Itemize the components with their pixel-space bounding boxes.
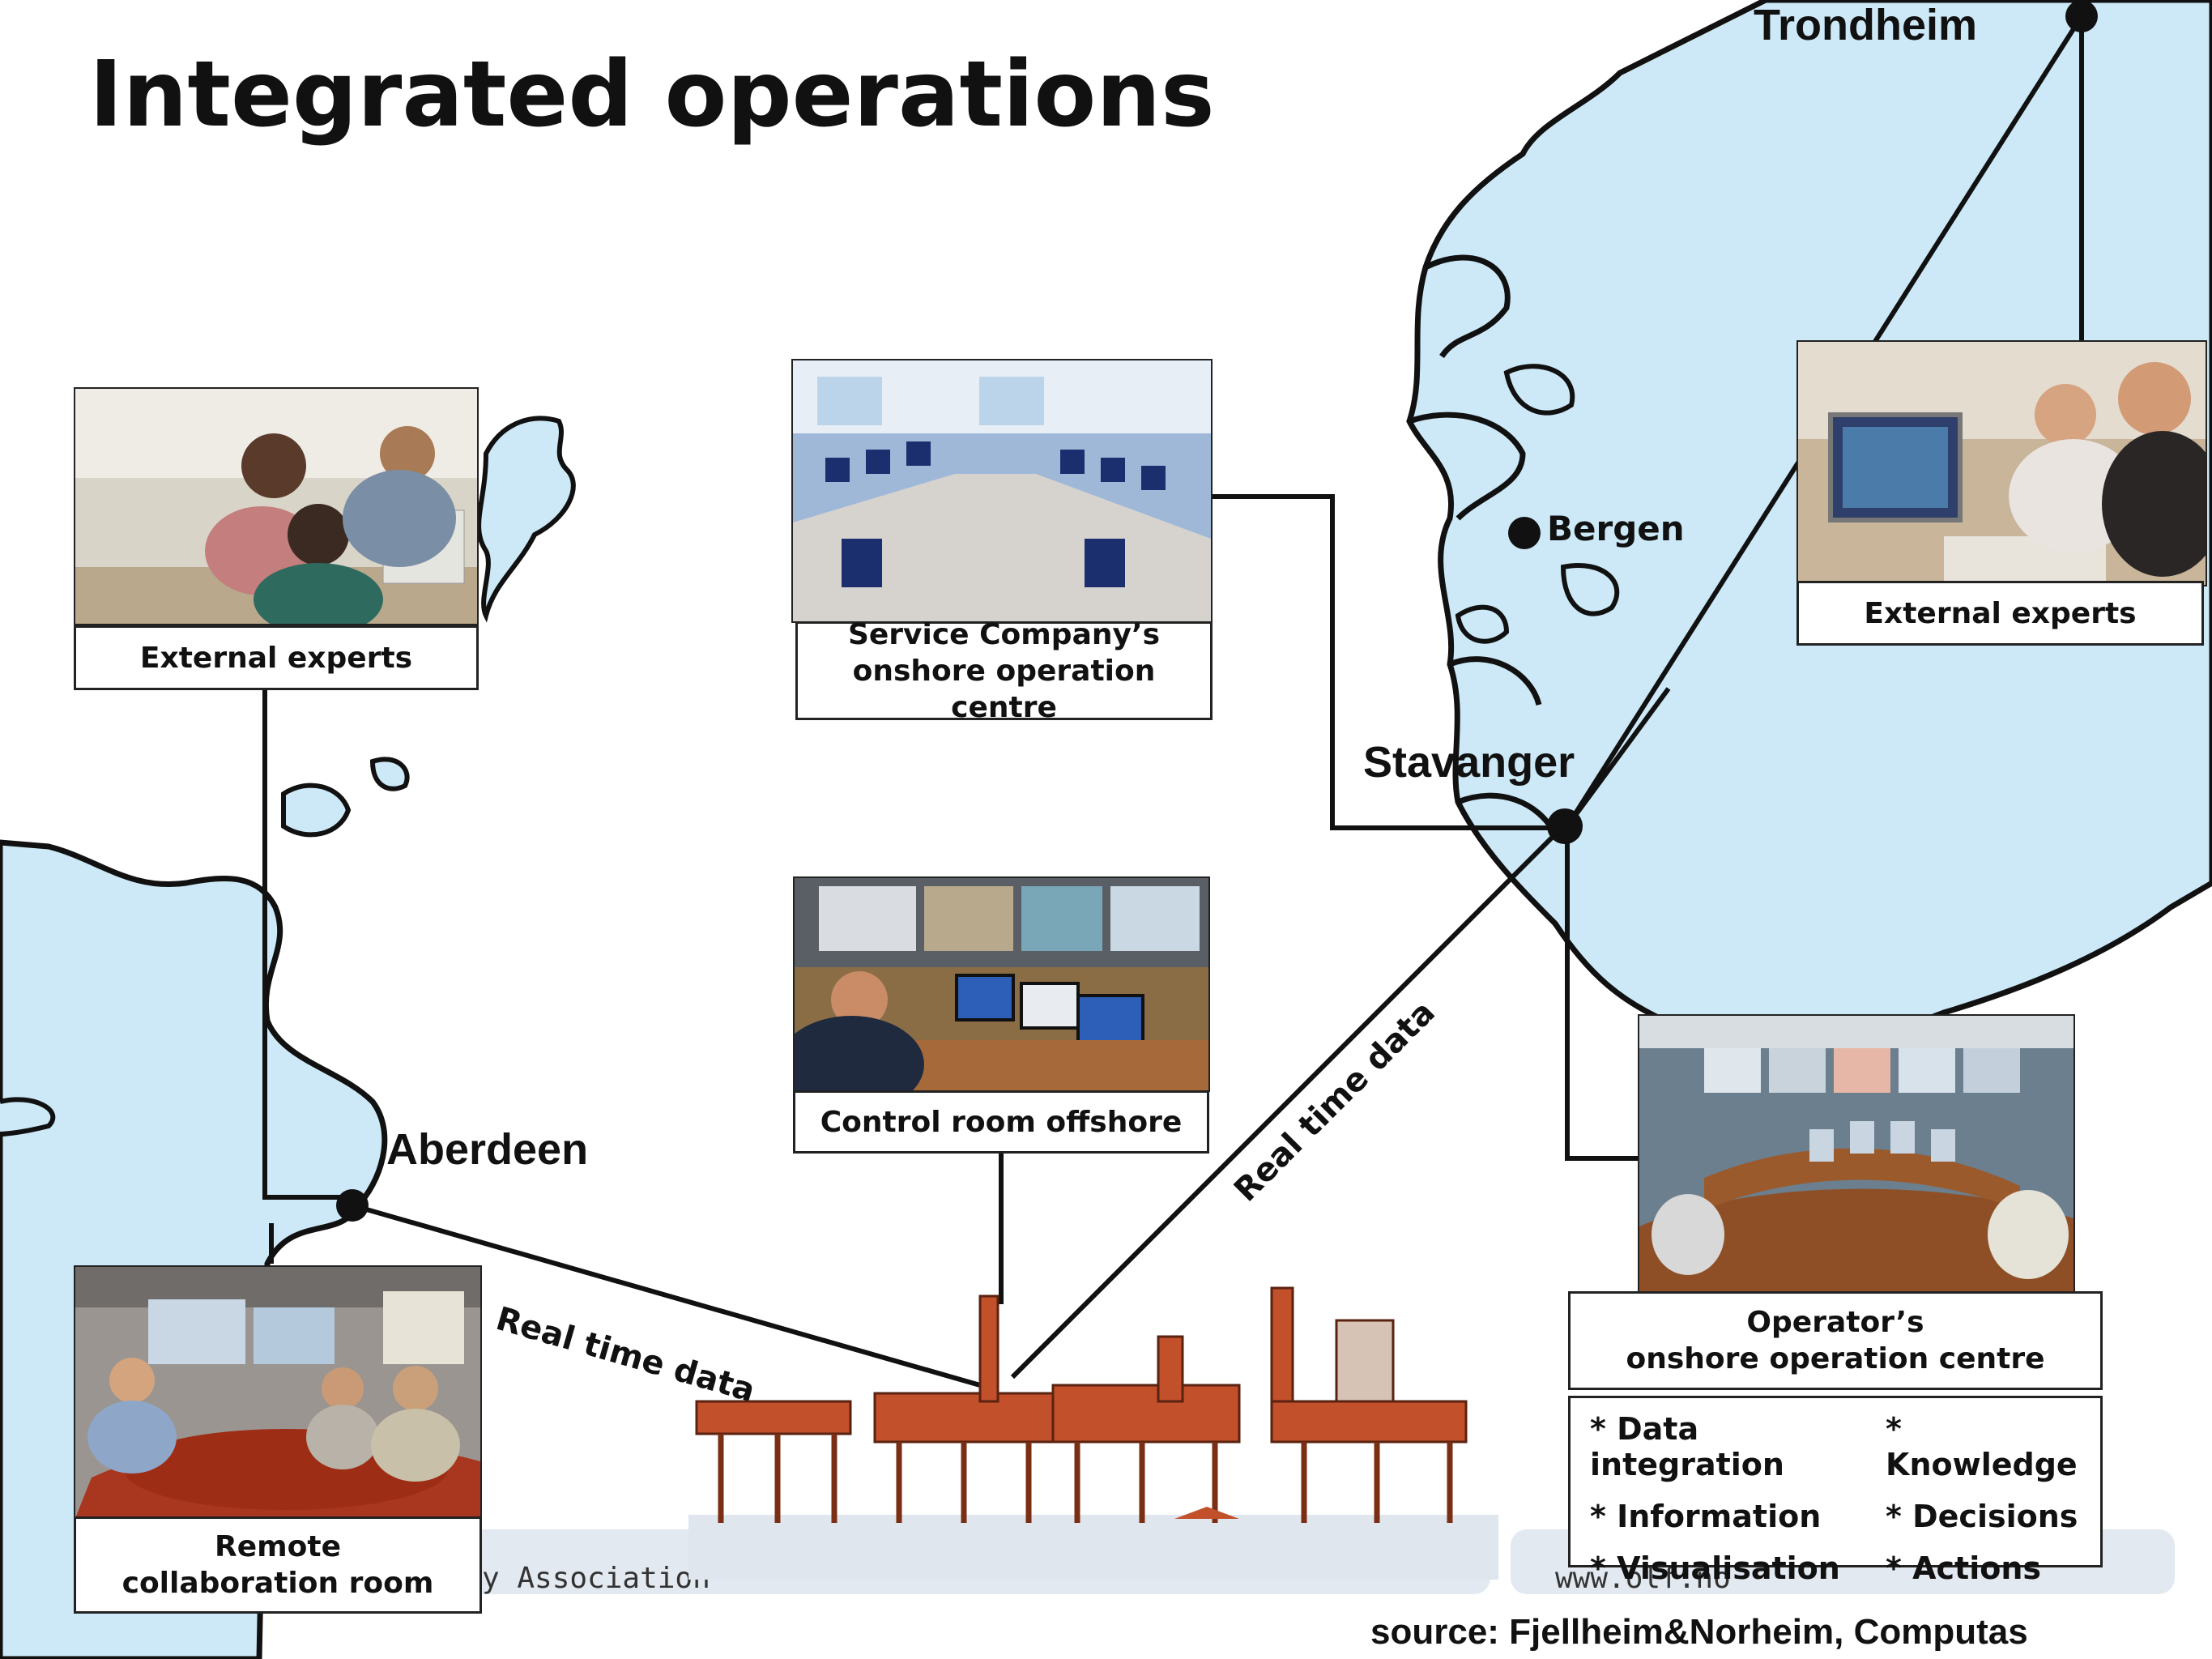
caption-remote-collaboration: Remote collaboration room [74, 1516, 482, 1614]
caption-line-1: Remote [214, 1530, 341, 1563]
function-item: * Visualisation [1590, 1550, 1840, 1586]
function-item: * Data integration [1590, 1411, 1784, 1482]
line-platform-stavanger [1010, 822, 1567, 1380]
orkney-islands [281, 757, 410, 838]
photo-service-company [791, 359, 1213, 623]
operator-functions-list: * Data integration * Knowledge * Informa… [1568, 1396, 2103, 1586]
photo-control-room [793, 876, 1210, 1092]
trondheim-dot [2065, 0, 2098, 32]
uk-west-coast [0, 1097, 56, 1137]
line-service-stavanger [1213, 494, 1563, 830]
island-2 [1455, 604, 1510, 644]
caption-text: External experts [139, 641, 413, 675]
caption-operator-centre: Operator’s onshore operation centre [1568, 1291, 2103, 1390]
island-3 [1560, 563, 1620, 616]
caption-line-2: onshore operation centre [1626, 1342, 2045, 1375]
photo-external-experts-right [1796, 340, 2207, 586]
offshore-platforms-image [688, 1272, 1498, 1580]
photo-operator-centre [1638, 1014, 2075, 1293]
photo-remote-collaboration [74, 1265, 482, 1520]
caption-external-experts-right: External experts [1796, 581, 2204, 646]
footer-association-text: y Association [482, 1562, 710, 1595]
caption-external-experts-left: External experts [74, 625, 479, 690]
line-stavanger-right-experts [1565, 687, 1671, 828]
city-label-aberdeen: Aberdeen [386, 1125, 589, 1174]
connection-lines [262, 15, 2084, 1388]
city-label-trondheim: Trondheim [1754, 1, 1978, 49]
line-stavanger-operator [1565, 826, 1644, 1161]
function-item: * Actions [1886, 1550, 2042, 1586]
bergen-dot [1508, 517, 1541, 549]
caption-control-room: Control room offshore [793, 1090, 1209, 1154]
page-title: Integrated operations [89, 42, 1215, 147]
caption-line-1: Operator’s [1746, 1306, 1924, 1339]
function-item: * Decisions [1886, 1499, 2078, 1534]
stavanger-dot [1547, 808, 1583, 844]
caption-text: Control room offshore [820, 1105, 1183, 1139]
caption-service-company: Service Company’s onshore operation cent… [795, 618, 1213, 724]
fjord-detail [1408, 254, 1558, 836]
line-aberdeen-platform [352, 1203, 981, 1388]
island-1 [1503, 364, 1575, 416]
function-item: * Knowledge [1886, 1411, 2078, 1482]
function-item: * Information [1590, 1499, 1822, 1534]
caption-text: External experts [1864, 596, 2137, 630]
source-credit: source: Fjellheim&Norheim, Computas [1370, 1612, 2028, 1652]
caption-line-2: onshore operation centre [852, 654, 1156, 724]
shetland-islands [476, 416, 576, 623]
city-label-bergen: Bergen [1547, 509, 1685, 548]
caption-line-1: Service Company’s [847, 617, 1161, 651]
aberdeen-dot [336, 1189, 369, 1222]
city-label-stavanger: Stavanger [1363, 738, 1575, 787]
caption-line-2: collaboration room [121, 1567, 434, 1600]
line-left-experts-aberdeen [262, 689, 352, 1200]
photo-external-experts-left [74, 387, 479, 625]
